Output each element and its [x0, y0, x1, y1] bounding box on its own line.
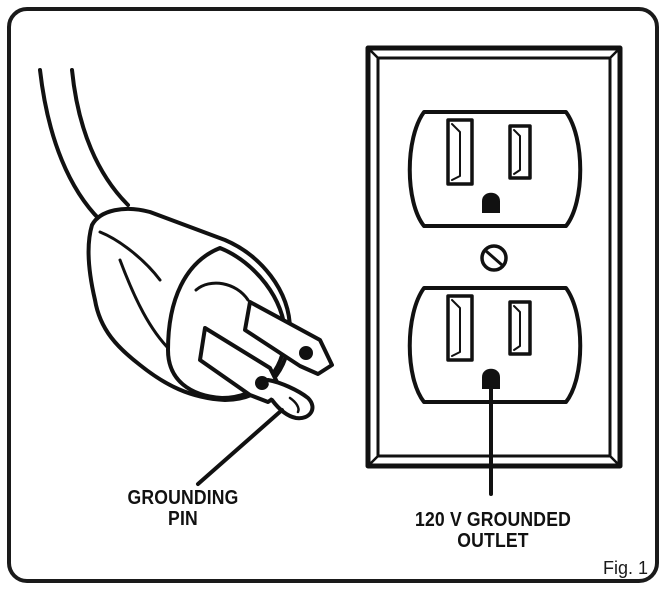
outlet-label-line2: OUTLET: [457, 530, 529, 552]
outlet-label: 120 V GROUNDED OUTLET: [401, 510, 586, 552]
grounding-pin-leader: [196, 408, 284, 486]
upper-prong: [243, 300, 334, 376]
mounting-screw: [480, 244, 508, 272]
lower-prong: [198, 326, 284, 404]
outlet-label-line1: 120 V GROUNDED: [414, 509, 572, 531]
grounding-pin-label: GROUNDING PIN: [108, 488, 258, 530]
grounding-pin-label-line1: GROUNDING: [127, 487, 239, 509]
figure-number: Fig. 1: [602, 558, 648, 578]
lower-receptacle: [407, 286, 583, 404]
grounding-pin: [266, 378, 315, 421]
upper-receptacle: [407, 110, 583, 228]
grounding-pin-label-line2: PIN: [168, 508, 198, 530]
power-cord: [38, 68, 130, 222]
